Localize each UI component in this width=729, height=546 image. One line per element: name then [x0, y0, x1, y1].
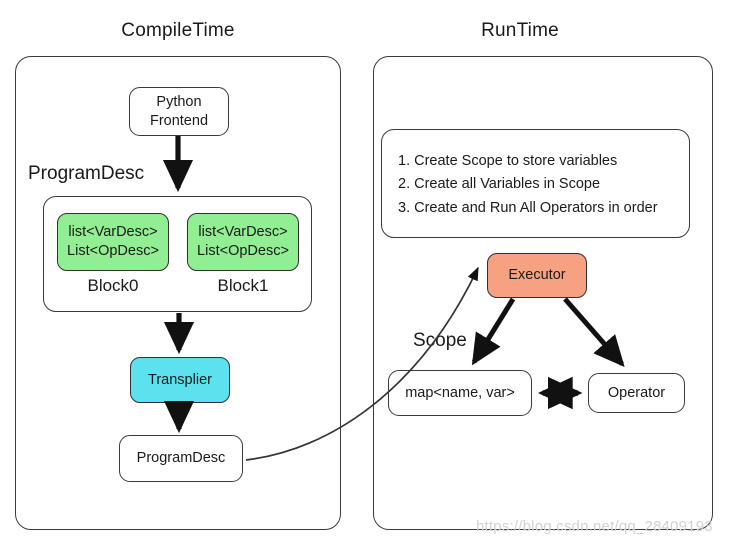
runtime-step-1: 1. Create Scope to store variables: [398, 153, 618, 169]
block0-line1: list<VarDesc>: [68, 224, 158, 241]
scope-map-node[interactable]: map<name, var>: [388, 370, 532, 416]
block1-line1: list<VarDesc>: [198, 224, 288, 241]
operator-label: Operator: [607, 384, 666, 401]
block1-node[interactable]: list<VarDesc> List<OpDesc>: [187, 213, 299, 271]
compile-time-title: CompileTime: [121, 20, 235, 41]
block0-line2: List<OpDesc>: [67, 243, 159, 259]
runtime-steps-box: 1. Create Scope to store variables 2. Cr…: [381, 129, 690, 238]
executor-node[interactable]: Executor: [487, 253, 587, 298]
transpiler-node[interactable]: Transplier: [130, 357, 230, 403]
transpiler-label: Transplier: [148, 371, 212, 388]
block0-node[interactable]: list<VarDesc> List<OpDesc>: [57, 213, 169, 271]
scope-map-label: map<name, var>: [405, 384, 515, 401]
executor-label: Executor: [508, 267, 566, 284]
block0-caption: Block0: [87, 276, 139, 295]
operator-node[interactable]: Operator: [588, 373, 685, 413]
output-program-desc-node[interactable]: ProgramDesc: [119, 435, 243, 482]
output-program-desc-label: ProgramDesc: [136, 450, 226, 467]
runtime-step-3: 3. Create and Run All Operators in order: [398, 199, 658, 216]
python-frontend-line2: Frontend: [149, 112, 209, 129]
watermark-text: https://blog.csdn.net/qq_28409193: [476, 518, 713, 535]
block1-caption: Block1: [217, 276, 269, 295]
runtime-step-2: 2. Create all Variables in Scope: [398, 176, 601, 193]
python-frontend-node[interactable]: Python Frontend: [129, 87, 229, 136]
block1-line2: List<OpDesc>: [197, 243, 289, 259]
scope-group-label: Scope: [413, 330, 467, 351]
program-desc-group-label: ProgramDesc: [28, 163, 145, 184]
run-time-title: RunTime: [481, 20, 559, 41]
python-frontend-line1: Python: [156, 93, 202, 110]
